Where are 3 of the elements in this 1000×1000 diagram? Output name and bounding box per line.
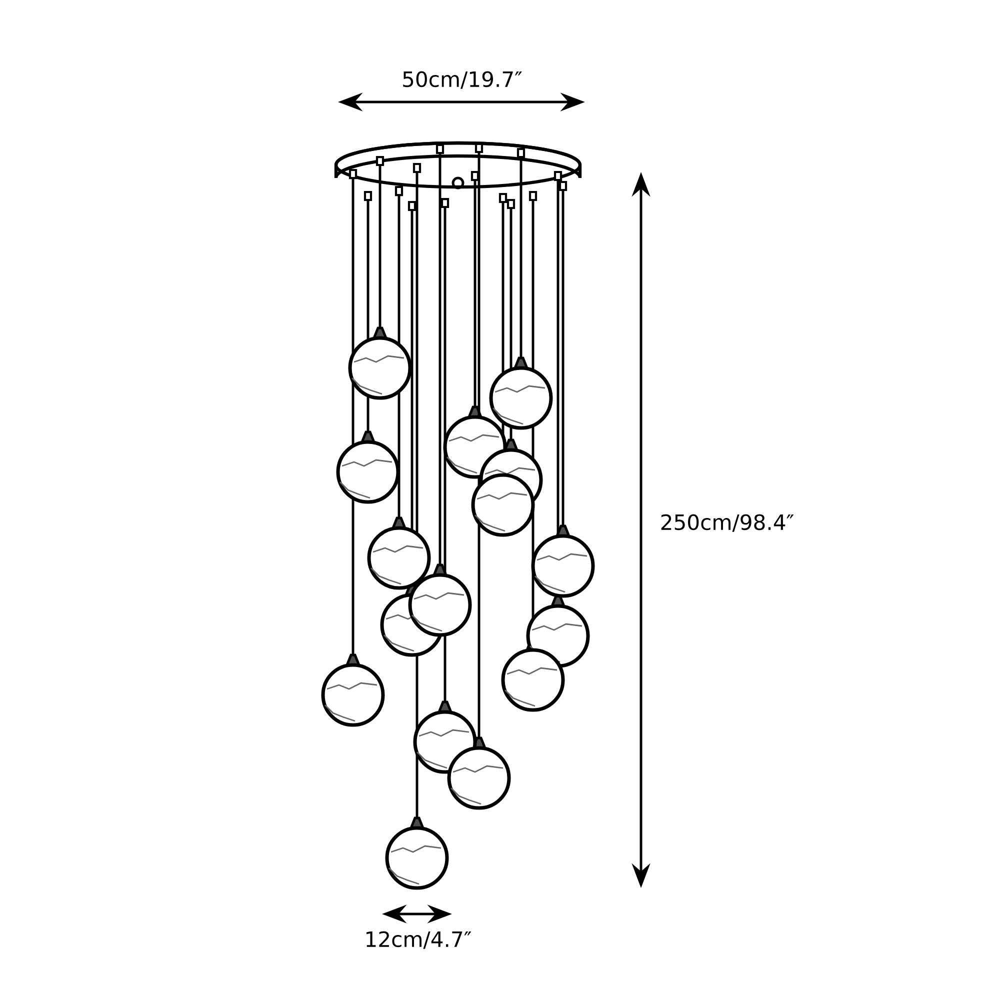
dimension-label: 250cm/98.4″ xyxy=(661,514,794,532)
dimension-label: 12cm/4.7″ xyxy=(366,931,472,949)
dimension-label: 50cm/19.7″ xyxy=(403,71,522,89)
